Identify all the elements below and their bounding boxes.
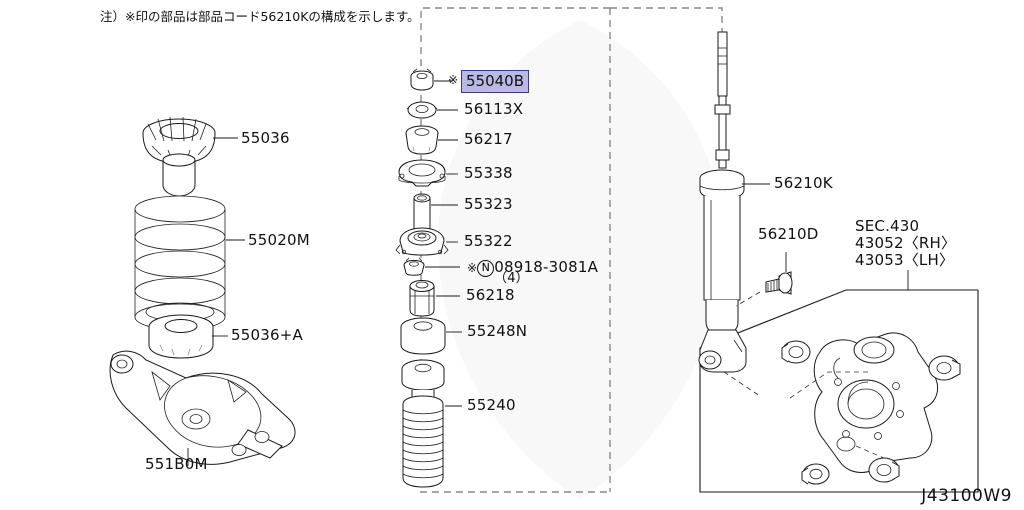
label-55020M: 55020M — [248, 231, 310, 249]
label-55323: 55323 — [464, 195, 513, 213]
part-56217-drawing — [405, 125, 439, 155]
part-55036A-drawing — [148, 314, 214, 359]
part-08918-3081A-drawing — [403, 257, 425, 276]
label-551B0M: 551B0M — [145, 455, 208, 473]
star-mark-55040B: ※ — [448, 73, 459, 87]
star-mark-08918: ※ — [467, 261, 478, 275]
label-55040B-highlighted[interactable]: 55040B — [461, 70, 530, 93]
part-55338-drawing — [398, 159, 446, 187]
label-55036-a: 55036+A — [231, 326, 303, 344]
label-56218: 56218 — [466, 286, 515, 304]
part-55036-drawing — [142, 116, 216, 197]
circled-n-icon: N — [477, 260, 495, 277]
assembly-dash-bolt — [735, 291, 761, 307]
diagram-note: 注）※印の部品は部品コード56210Kの構成を示します。 — [100, 9, 420, 24]
part-551B0M-drawing — [109, 350, 296, 465]
label-43053-lh: 43053〈LH〉 — [855, 250, 955, 269]
part-56210D-drawing — [765, 271, 793, 295]
right-group-dashed-box — [610, 7, 723, 32]
part-55240-drawing — [401, 359, 445, 488]
label-sec430-group: SEC.430 43052〈RH〉 43053〈LH〉 — [855, 218, 956, 268]
label-56210D: 56210D — [758, 225, 819, 243]
label-55036: 55036 — [241, 129, 290, 147]
part-knuckle-drawing — [781, 332, 961, 485]
label-sec430: SEC.430 — [855, 217, 920, 235]
label-08918-qty: （4） — [494, 271, 529, 286]
label-56217: 56217 — [464, 130, 513, 148]
assembly-dash-knuckle — [723, 371, 761, 397]
label-56113X: 56113X — [464, 100, 524, 118]
part-56210K-drawing — [698, 31, 747, 373]
part-55020M-drawing — [134, 195, 226, 331]
label-43052-rh: 43052〈RH〉 — [855, 233, 957, 252]
label-56210K: 56210K — [774, 174, 833, 192]
part-55040B-drawing — [410, 68, 434, 91]
label-55248N: 55248N — [467, 322, 528, 340]
part-56218-drawing — [409, 280, 435, 317]
label-55338: 55338 — [464, 164, 513, 182]
knuckle-section-box — [699, 289, 979, 493]
label-55322: 55322 — [464, 232, 513, 250]
drawing-number: J43100W9 — [921, 486, 1012, 506]
part-55322-drawing — [395, 227, 449, 256]
label-08918-3081A: 08918-3081A — [494, 258, 599, 276]
part-55248N-drawing — [400, 317, 446, 355]
part-56113X-drawing — [406, 101, 438, 119]
label-55240: 55240 — [467, 396, 516, 414]
